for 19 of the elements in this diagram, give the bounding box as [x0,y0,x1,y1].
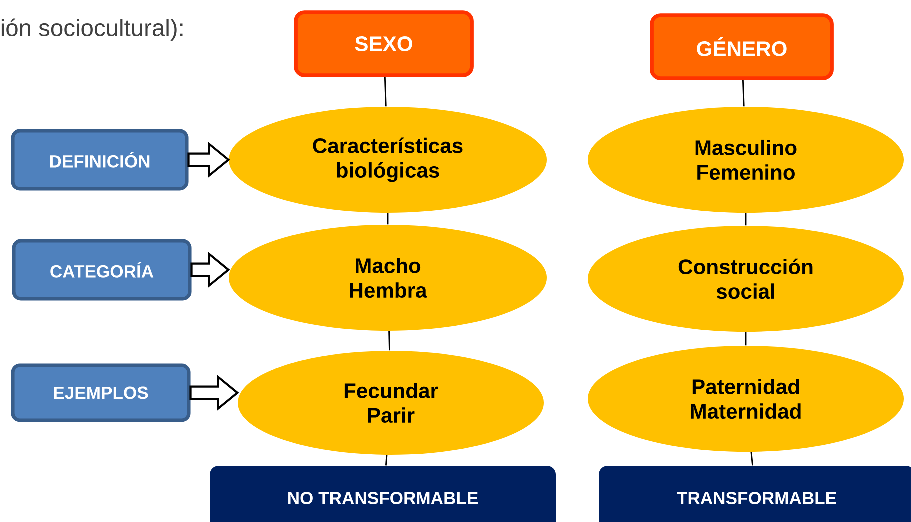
block-arrow [190,252,230,288]
block-arrow [190,374,240,412]
heading-text: ión sociocultural): [2,18,183,42]
connector-line [388,331,390,351]
connector-line [745,332,747,346]
category-box: EJEMPLOS [11,364,191,422]
title-box: GÉNERO [650,14,834,80]
connector-line [750,452,754,466]
connector-line [745,213,747,226]
result-box: NO TRANSFORMABLE [210,466,556,522]
connector-line [385,455,388,466]
title-box: SEXO [294,10,474,78]
connector-line [387,213,389,225]
block-arrow [188,142,230,178]
connector-line [742,80,745,107]
category-box: DEFINICIÓN [11,129,189,191]
connector-line [384,77,387,107]
result-box: TRANSFORMABLE [599,466,911,522]
category-box: CATEGORÍA [12,239,192,301]
